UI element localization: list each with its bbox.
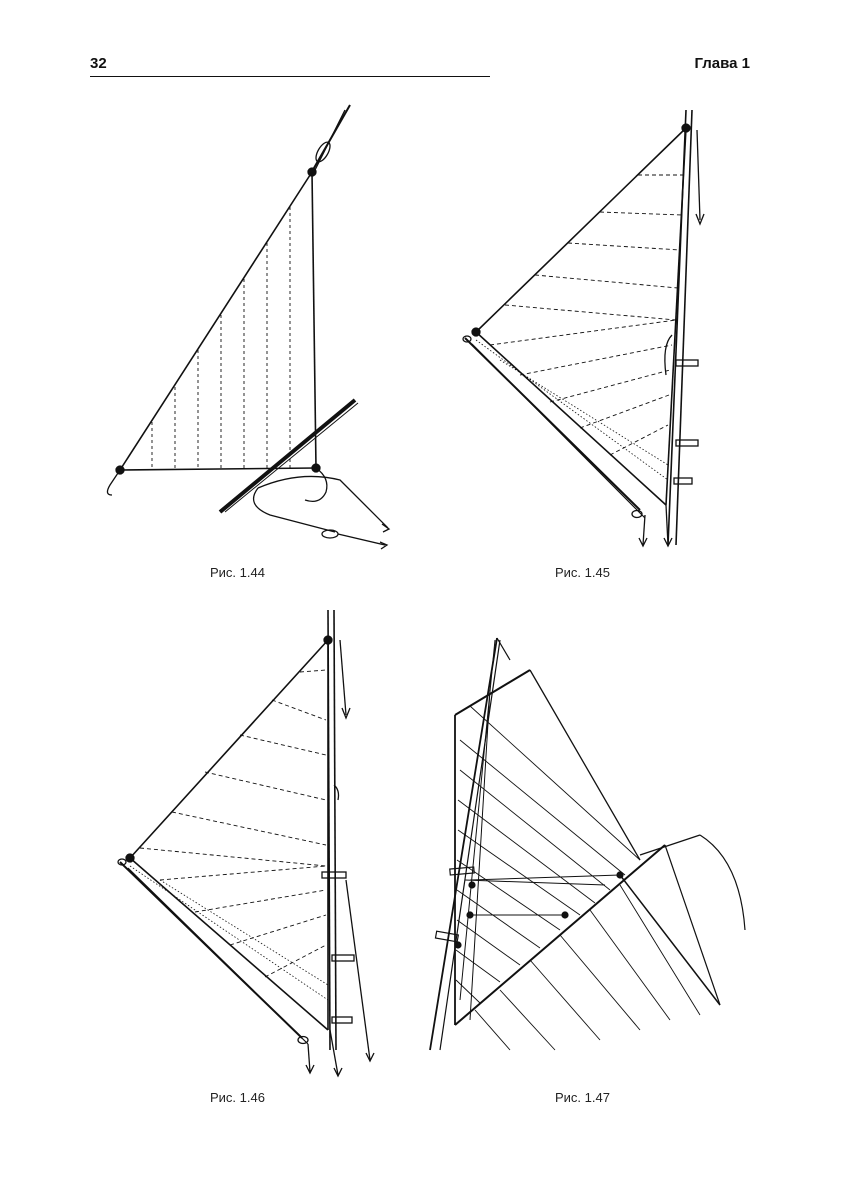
figure-1-47 (420, 630, 750, 1055)
figure-caption: Рис. 1.45 (555, 565, 610, 580)
sail-drawing-1-47 (429, 637, 746, 1051)
figure-caption: Рис. 1.44 (210, 565, 265, 580)
sail-drawing-1-44 (106, 104, 391, 550)
page-number: 32 (90, 55, 107, 72)
figure-1-45 (455, 100, 725, 550)
header-rule (90, 76, 490, 77)
figure-1-44 (95, 95, 405, 560)
figure-caption: Рис. 1.47 (555, 1090, 610, 1105)
figure-caption: Рис. 1.46 (210, 1090, 265, 1105)
sail-drawing-1-45 (462, 109, 705, 548)
chapter-title: Глава 1 (694, 55, 750, 72)
figure-1-46 (115, 605, 375, 1080)
sail-drawing-1-46 (117, 609, 375, 1078)
